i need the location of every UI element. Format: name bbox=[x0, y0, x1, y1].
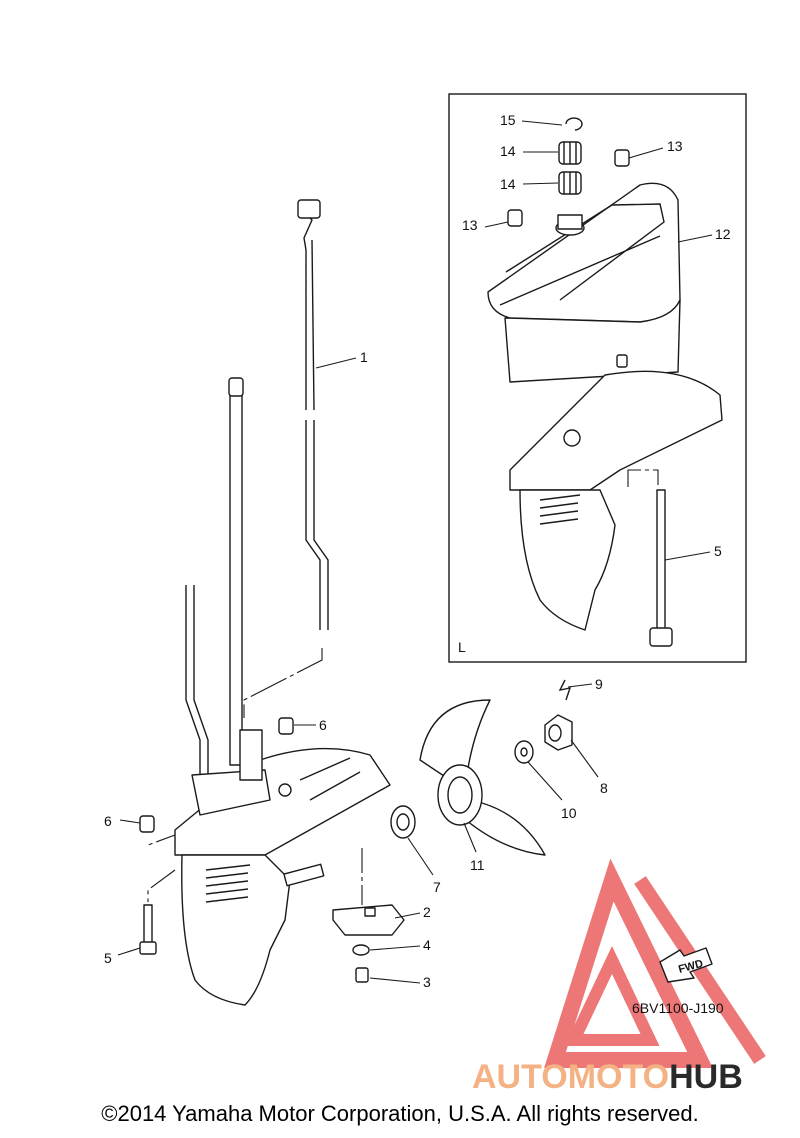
callout-6-upper: 6 bbox=[319, 717, 327, 733]
part-15-clip bbox=[565, 117, 583, 131]
part-14-bushing-upper bbox=[558, 141, 582, 165]
part-13-dowel-right bbox=[614, 149, 630, 167]
callout-6-lower: 6 bbox=[104, 813, 112, 829]
callout-5-main: 5 bbox=[104, 950, 112, 966]
callout-14-lower: 14 bbox=[500, 176, 516, 192]
part-6-dowel-upper bbox=[278, 717, 294, 735]
part-5-bolt bbox=[139, 904, 157, 955]
part-10-washer bbox=[514, 740, 534, 764]
callout-leaders bbox=[117, 120, 713, 984]
part-4-washer bbox=[352, 944, 370, 956]
fwd-arrow: FWD bbox=[659, 947, 713, 983]
part-12-cover bbox=[487, 182, 681, 383]
watermark-part3: HUB bbox=[669, 1058, 743, 1096]
copyright-notice: ©2014 Yamaha Motor Corporation, U.S.A. A… bbox=[101, 1101, 699, 1126]
inset-frame bbox=[448, 93, 747, 663]
watermark-logo bbox=[544, 858, 766, 1068]
callout-1: 1 bbox=[360, 349, 368, 365]
lower-case-housing bbox=[174, 729, 391, 1006]
propeller-shaft bbox=[283, 863, 325, 887]
water-tube bbox=[185, 585, 209, 780]
callout-12: 12 bbox=[715, 226, 731, 242]
part-13-dowel-left bbox=[507, 209, 523, 227]
callout-14-upper: 14 bbox=[500, 143, 516, 159]
parts-diagram: L bbox=[104, 93, 766, 1096]
inset-lower-case bbox=[509, 354, 723, 631]
watermark-part2: MOTO bbox=[568, 1058, 669, 1096]
part-8-nut bbox=[544, 714, 573, 751]
callout-2: 2 bbox=[423, 904, 431, 920]
part-7-seal bbox=[390, 805, 416, 839]
part-2-anode bbox=[332, 904, 405, 936]
callout-3: 3 bbox=[423, 974, 431, 990]
callout-13-left: 13 bbox=[462, 217, 478, 233]
diagram-code: 6BV1100-J190 bbox=[632, 1000, 724, 1016]
part-11-propeller bbox=[419, 699, 546, 856]
drive-shaft bbox=[228, 377, 244, 766]
part-6-dowel-lower bbox=[139, 815, 155, 833]
callout-8: 8 bbox=[600, 780, 608, 796]
callout-5-inset: 5 bbox=[714, 543, 722, 559]
callout-9: 9 bbox=[595, 676, 603, 692]
callout-4: 4 bbox=[423, 937, 431, 953]
watermark-text: AUTOMOTOHUB bbox=[472, 1058, 743, 1096]
part-5-bolt-inset bbox=[649, 489, 673, 647]
part-1-shift-rod bbox=[297, 199, 329, 630]
callout-7: 7 bbox=[433, 879, 441, 895]
part-9-cotter-pin bbox=[558, 679, 572, 701]
part-14-bushing-lower bbox=[558, 171, 582, 195]
callout-11: 11 bbox=[470, 857, 485, 873]
part-3-bolt bbox=[355, 967, 369, 983]
callout-13-right: 13 bbox=[667, 138, 683, 154]
watermark-part1: AUTO bbox=[472, 1058, 568, 1096]
callout-15: 15 bbox=[500, 112, 516, 128]
callout-10: 10 bbox=[561, 805, 577, 821]
inset-label: L bbox=[458, 639, 466, 655]
